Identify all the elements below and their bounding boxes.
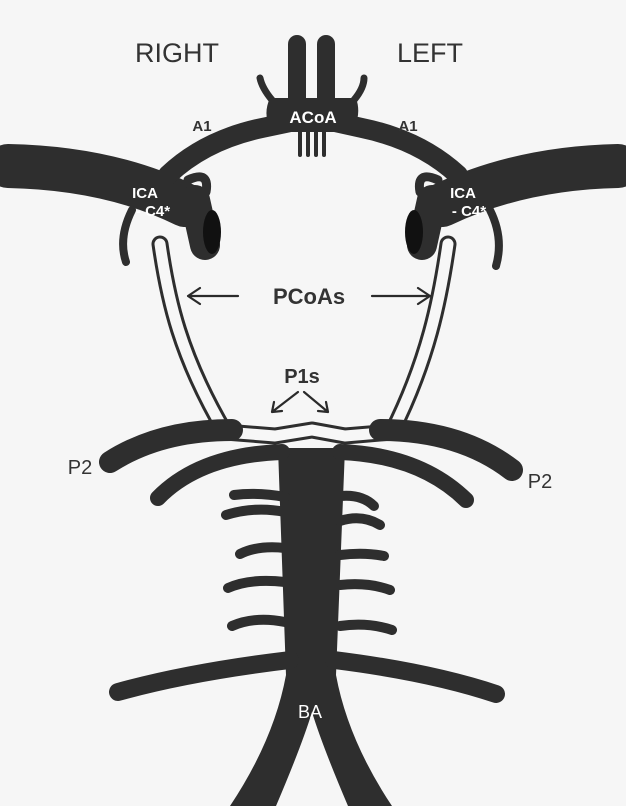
pontine-branch (340, 496, 374, 506)
label-ica-left-1: ICA (450, 185, 476, 202)
label-acoa: ACoA (289, 108, 336, 127)
pontine-branch (228, 581, 285, 588)
ica-hook (123, 210, 132, 262)
label-left: LEFT (397, 38, 463, 68)
ica-lumen-left (405, 210, 423, 254)
acoa-hook (354, 78, 364, 100)
pontine-branch (340, 518, 380, 525)
acoa-hook (260, 78, 272, 100)
pcoa-left-arrow (372, 288, 430, 304)
aica-left-vessel (334, 660, 496, 694)
pontine-branch (340, 554, 384, 556)
label-p1s: P1s (284, 366, 320, 388)
pontine-branch (340, 625, 392, 630)
label-right: RIGHT (135, 38, 219, 68)
label-ica-left-2: - C4* (452, 203, 486, 220)
label-p2-left: P2 (528, 471, 552, 493)
label-ica-right-2: - C4* (136, 203, 170, 220)
pontine-branch (232, 620, 285, 626)
p1-right-arrow (272, 392, 298, 412)
aica-right-vessel (118, 660, 290, 692)
pontine-branch (340, 584, 390, 590)
pontine-branch (234, 494, 285, 497)
p1-left-arrow (304, 392, 328, 412)
pontine-branch (226, 510, 285, 515)
label-pcoas: PCoAs (273, 284, 345, 309)
label-p2-right: P2 (68, 457, 92, 479)
ica-bulb-left (422, 200, 432, 245)
label-a1-left: A1 (398, 118, 417, 135)
pontine-branch (240, 547, 285, 554)
pcoa-right-arrow (188, 288, 238, 304)
ica-right-vessel (8, 166, 185, 205)
ica-lumen-right (203, 210, 221, 254)
ica-hook (490, 210, 499, 266)
label-a1-right: A1 (192, 118, 211, 135)
label-ica-right-1: ICA (132, 185, 158, 202)
label-ba: BA (298, 702, 322, 722)
